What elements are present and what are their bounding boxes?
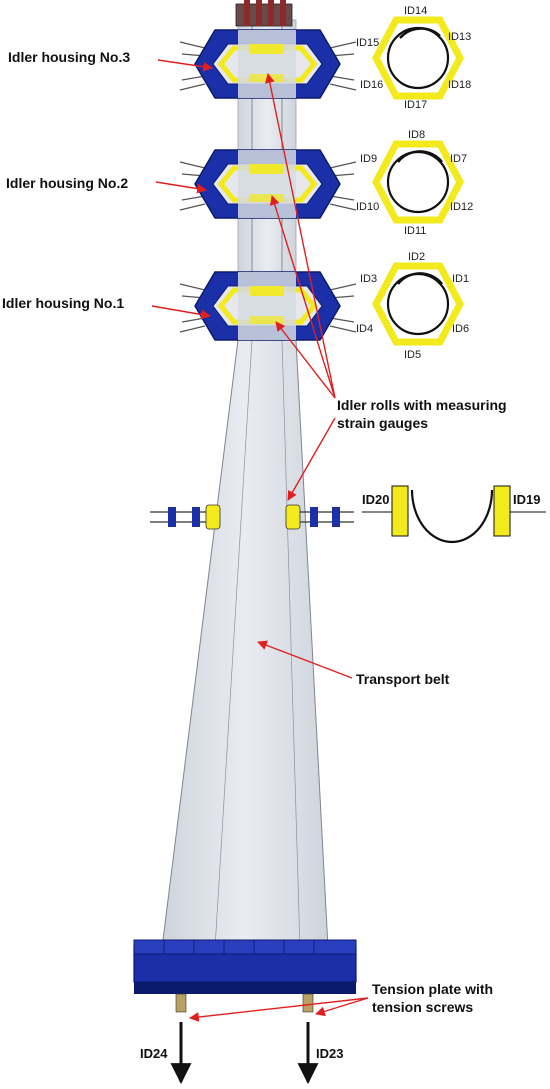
sensor-detail-housing-2: ID8 ID9 ID7 ID10 ID12 ID11 — [356, 129, 473, 237]
sensor-id10: ID10 — [356, 201, 379, 213]
arrow-rolls-2 — [269, 195, 336, 399]
sensor-id11: ID11 — [404, 225, 426, 237]
sensor-id15: ID15 — [356, 37, 379, 49]
idler-housing-3 — [179, 29, 357, 99]
arrow-tension-right — [315, 997, 369, 1017]
arrow-rolls-3 — [264, 73, 336, 399]
sensor-id8: ID8 — [408, 129, 425, 141]
sensor-id12: ID12 — [450, 201, 473, 213]
belt-taper-line-left — [214, 339, 253, 949]
label-tension-line1: Tension plate with — [372, 981, 493, 997]
tension-plate — [133, 939, 357, 994]
arrow-tension-left — [189, 997, 369, 1022]
idler-housing-1 — [179, 271, 357, 341]
sensor-id19: ID19 — [513, 492, 540, 507]
arrow-housing-3 — [157, 59, 213, 72]
sensor-id20: ID20 — [362, 492, 389, 507]
sensor-detail-housing-3: ID14 ID15 ID13 ID16 ID18 ID17 — [356, 5, 471, 111]
sensor-id7: ID7 — [450, 153, 467, 165]
tension-screw-left — [175, 993, 187, 1013]
sensor-id9: ID9 — [360, 153, 377, 165]
arrow-rolls-side — [287, 417, 336, 501]
label-housing-1: Idler housing No.1 — [2, 295, 124, 311]
sensor-detail-side: ID20 ID19 — [362, 485, 546, 544]
side-idler-right-assembly — [285, 504, 354, 530]
idler-housing-2 — [179, 149, 357, 219]
sensor-id2: ID2 — [408, 251, 425, 263]
sensor-id1: ID1 — [452, 273, 469, 285]
arrow-transport-belt — [257, 640, 353, 679]
arrow-housing-1 — [151, 305, 211, 320]
belt-taper-line-right — [281, 339, 301, 949]
sensor-id6: ID6 — [452, 323, 469, 335]
transport-belt-taper — [161, 339, 329, 949]
sensor-detail-housing-1: ID2 ID3 ID1 ID4 ID6 ID5 — [356, 251, 469, 361]
label-housing-2: Idler housing No.2 — [6, 175, 128, 191]
label-idler-rolls-line1: Idler rolls with measuring — [337, 397, 507, 413]
sensor-id23: ID23 — [316, 1046, 343, 1061]
sensor-id18: ID18 — [448, 79, 471, 91]
sensor-id4: ID4 — [356, 323, 373, 335]
arrow-rolls-1 — [275, 321, 336, 399]
sensor-id16: ID16 — [360, 79, 383, 91]
arrow-housing-2 — [155, 181, 207, 194]
sensor-id13: ID13 — [448, 31, 471, 43]
sensor-id24: ID24 — [140, 1046, 168, 1061]
top-clamp — [235, 0, 293, 27]
label-idler-rolls-line2: strain gauges — [337, 415, 428, 431]
sensor-id17: ID17 — [404, 99, 427, 111]
label-transport-belt: Transport belt — [356, 671, 450, 687]
side-idler-left-assembly — [150, 504, 221, 530]
tension-screw-right — [302, 993, 314, 1013]
sensor-id3: ID3 — [360, 273, 377, 285]
label-housing-3: Idler housing No.3 — [8, 49, 130, 65]
sensor-id14: ID14 — [404, 5, 427, 17]
sensor-id5: ID5 — [404, 349, 421, 361]
label-tension-line2: tension screws — [372, 999, 473, 1015]
